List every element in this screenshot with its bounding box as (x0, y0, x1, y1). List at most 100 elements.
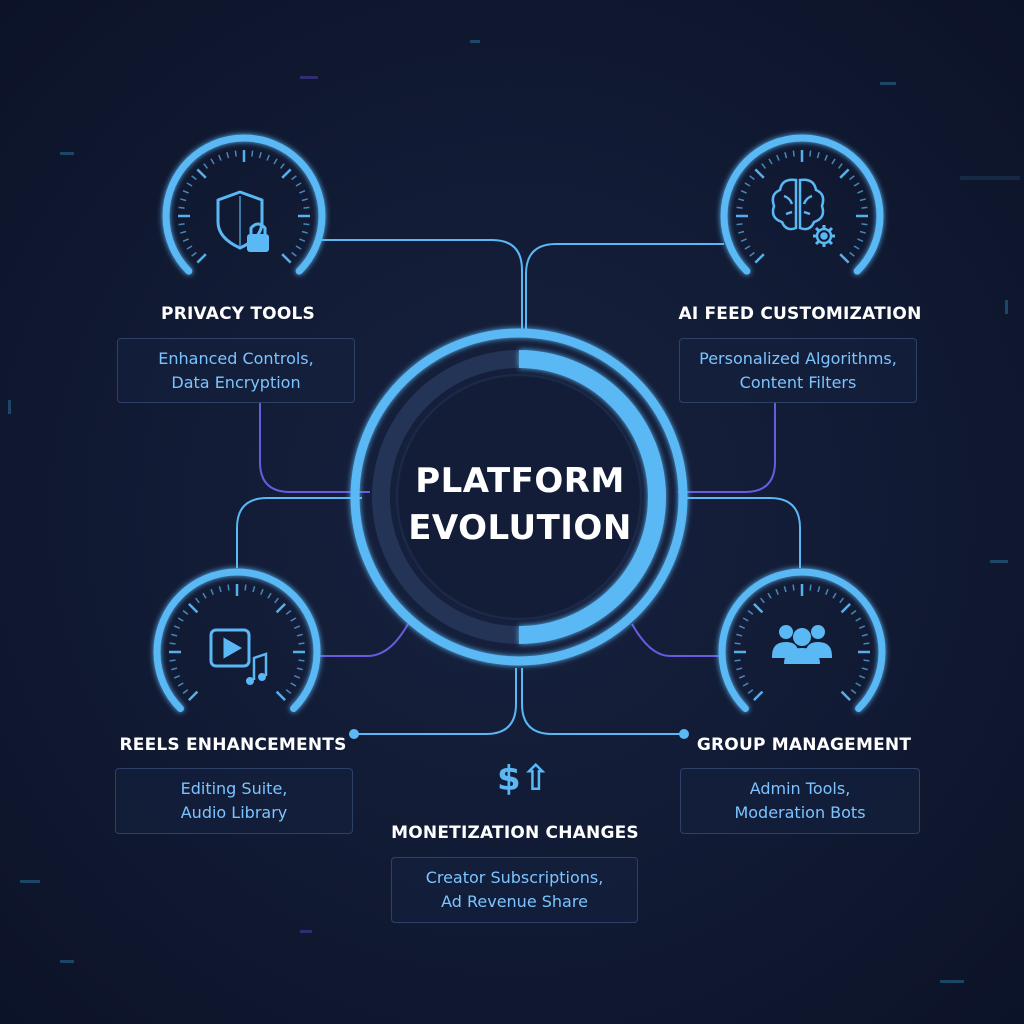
gauge-tick (853, 182, 860, 187)
gauge-tick (296, 667, 303, 671)
connector-privacy-top (318, 239, 523, 332)
gauge-tick (734, 642, 741, 645)
gauge-tick (744, 182, 751, 187)
reels-line1: Editing Suite, (180, 779, 288, 798)
ai-feed-line2: Content Filters (739, 372, 857, 392)
gauge-tick (767, 592, 772, 599)
gauge-tick (863, 642, 870, 645)
monetization-title: MONETIZATION CHANGES (391, 823, 639, 843)
hub-progress-arc (518, 350, 666, 644)
gauge-tick (747, 610, 754, 615)
gauge-tick (299, 238, 306, 242)
gauge-tick (736, 667, 743, 671)
gauge-tick (295, 182, 302, 187)
gauge-tick (855, 617, 862, 622)
gauge-reels (153, 568, 321, 713)
gauge-tick (293, 625, 301, 629)
gauge-tick (784, 152, 788, 159)
gauge-tick (279, 163, 285, 169)
gauge-tick (186, 182, 193, 187)
gauge-tick (186, 245, 193, 250)
gauge-tick (252, 586, 256, 593)
gauge-tick (285, 610, 292, 615)
center-title-line2: EVOLUTION (408, 508, 632, 548)
gauge-tick (188, 690, 199, 701)
gauge-tick (182, 610, 189, 615)
gauge-tick (182, 190, 189, 194)
gauge-tick (182, 689, 189, 694)
ai-feed-title: AI FEED CUSTOMIZATION (678, 304, 922, 324)
gauge-tick (832, 592, 837, 599)
connector-reels-side (318, 623, 409, 657)
gauge-tick (760, 597, 765, 604)
gauge-tick (753, 603, 764, 614)
gauge-tick (863, 659, 870, 662)
connector-ai-down (678, 403, 776, 493)
people-group-icon (772, 625, 832, 664)
gauge-tick (196, 168, 207, 179)
gauge-tick (853, 245, 860, 250)
gauge-tick (738, 675, 746, 679)
gauge-tick (839, 168, 850, 179)
gauge-tick (180, 230, 187, 234)
gauge-ai-feed (720, 134, 884, 275)
video-music-icon (209, 628, 268, 685)
gauge-tick (173, 675, 181, 679)
monetization-line1: Creator Subscriptions, (425, 868, 604, 887)
gauge-tick (301, 230, 308, 234)
gauge-tick (738, 230, 745, 234)
gauge-tick (303, 223, 310, 226)
central-hub (350, 328, 688, 666)
connector-dot-left (349, 729, 359, 739)
gauge-tick (303, 206, 310, 209)
privacy-tools-line2: Data Encryption (171, 372, 301, 392)
connector-privacy-down (259, 403, 370, 493)
ai-feed-box: Personalized Algorithms, Content Filters (679, 338, 917, 403)
gauge-tick (858, 625, 866, 629)
groups-title: GROUP MANAGEMENT (696, 735, 912, 755)
gauge-tick (251, 150, 254, 157)
gauge-tick (178, 206, 185, 209)
gauge-tick (298, 642, 305, 645)
gauge-tick (747, 689, 754, 694)
gauge-tick (740, 190, 747, 194)
brain-gear-icon (771, 178, 835, 247)
gauge-tick (749, 175, 755, 181)
gauge-tick (226, 152, 230, 159)
gauge-tick (299, 190, 306, 194)
gauge-tick (831, 158, 836, 165)
gauge-tick (218, 154, 222, 161)
gauge-tick (738, 198, 745, 202)
gauge-tick (850, 689, 857, 694)
privacy-tools-title: PRIVACY TOOLS (161, 304, 315, 324)
gauge-tick (196, 253, 207, 264)
groups-line1: Admin Tools, (749, 779, 851, 798)
dollar-arrow-up-icon: $⇧ (497, 758, 551, 799)
gauge-tick (792, 150, 795, 157)
gauge-tick (281, 253, 292, 264)
center-title-line1: PLATFORM (415, 461, 625, 501)
gauge-tick (754, 168, 765, 179)
gauge-tick (753, 690, 764, 701)
gauge-tick (285, 689, 292, 694)
gauge-tick (839, 253, 850, 264)
gauge-tick (293, 675, 301, 679)
gauge-tick (273, 158, 278, 165)
gauge-tick (191, 251, 197, 257)
monetization-box: Creator Subscriptions, Ad Revenue Share (391, 857, 638, 923)
connector-dot-right (679, 729, 689, 739)
gauge-tick (839, 597, 844, 604)
ai-feed-line1: Personalized Algorithms, (699, 348, 897, 368)
gauge-tick (210, 588, 214, 596)
gauge-tick (291, 175, 297, 181)
gauge-tick (744, 245, 751, 250)
gauge-tick (816, 152, 820, 159)
gauge-tick (736, 223, 743, 226)
gauge-tick (202, 592, 207, 599)
gauge-tick (783, 586, 787, 593)
gauge-tick (301, 198, 308, 202)
gauge-tick (742, 682, 749, 687)
connector-ai-top (525, 243, 724, 332)
center-title: PLATFORM EVOLUTION (368, 458, 672, 552)
